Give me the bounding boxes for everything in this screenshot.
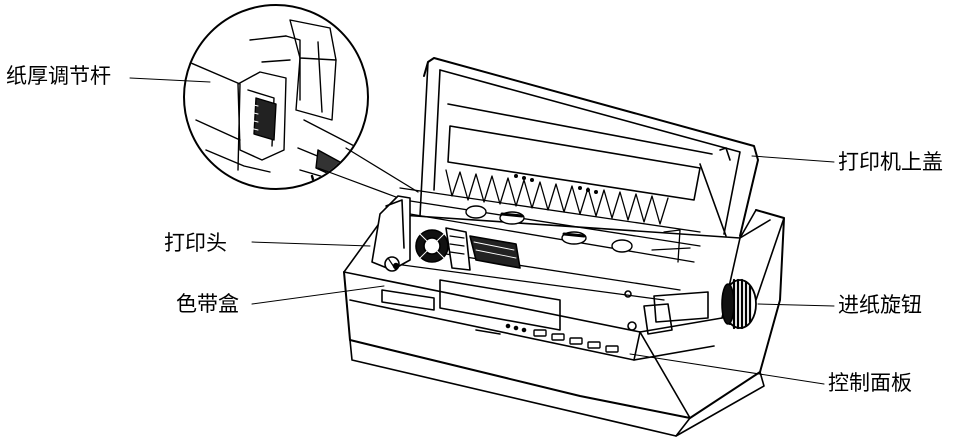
leader-paper-feed-knob xyxy=(757,303,835,307)
printer-body xyxy=(343,209,785,437)
label-paper-feed-knob: 进纸旋钮 xyxy=(838,293,922,317)
leader-control-panel xyxy=(629,353,825,385)
label-print-head: 打印头 xyxy=(164,231,227,255)
leader-lines xyxy=(129,77,835,385)
printer-interior xyxy=(379,169,701,301)
label-printer-cover: 打印机上盖 xyxy=(838,150,943,174)
leader-paper-thickness-lever xyxy=(129,77,211,83)
label-paper-thickness-lever: 纸厚调节杆 xyxy=(6,64,111,88)
printer-cover xyxy=(419,57,759,237)
leader-ribbon-cartridge xyxy=(251,285,385,305)
label-ribbon-cartridge: 色带盒 xyxy=(176,292,239,316)
control-panel-buttons xyxy=(505,323,619,353)
label-control-panel: 控制面板 xyxy=(828,371,912,395)
leader-printer-cover xyxy=(751,155,835,163)
print-head-assembly xyxy=(371,195,521,272)
magnified-inset xyxy=(183,4,419,201)
paper-feed-knob xyxy=(721,278,757,330)
leader-print-head xyxy=(251,241,371,247)
